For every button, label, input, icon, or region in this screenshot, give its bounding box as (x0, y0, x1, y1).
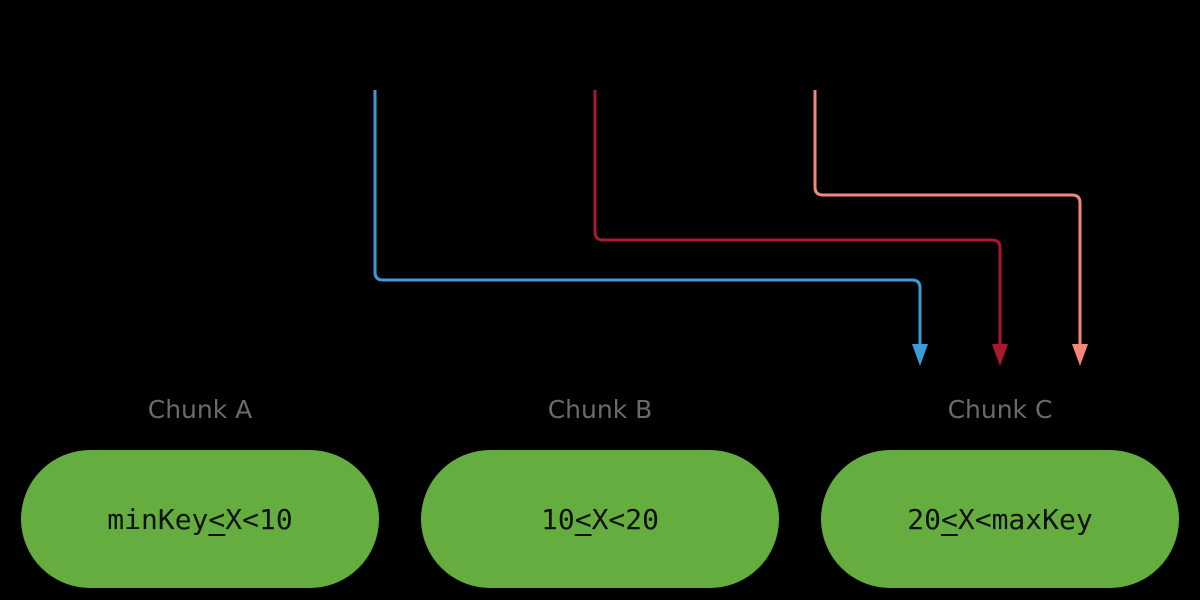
range-low: 10 (540, 502, 575, 536)
range-op-le: < (208, 502, 226, 536)
chunk-range: minKey < X < 10 (21, 450, 379, 588)
route-arrow-red (593, 90, 1002, 348)
chunk-title: Chunk B (547, 395, 653, 424)
chunk-c: Chunk C 20 < X < maxKey (821, 392, 1179, 588)
range-op-lt: < (608, 502, 626, 536)
arrowhead-salmon-icon (1072, 344, 1088, 366)
range-var: X (591, 502, 609, 536)
range-low: minKey (107, 502, 209, 536)
chunk-title: Chunk C (947, 395, 1053, 424)
range-low: 20 (907, 502, 941, 536)
chunk-b: Chunk B 10 < X < 20 (421, 392, 779, 588)
chunk-a: Chunk A minKey < X < 10 (21, 392, 379, 588)
chunk-range: 10 < X < 20 (421, 450, 779, 588)
range-var: X (225, 502, 243, 536)
arrowhead-red-icon (992, 344, 1008, 366)
route-arrow-blue (373, 90, 922, 348)
range-op-le: < (574, 502, 592, 536)
range-high: 10 (259, 502, 293, 536)
arrowhead-blue-icon (912, 344, 928, 366)
chunk-title: Chunk A (147, 395, 253, 424)
range-op-le: < (940, 502, 958, 536)
range-var: X (957, 502, 975, 536)
chunk-range: 20 < X < maxKey (821, 450, 1179, 588)
range-high: 20 (625, 502, 659, 536)
range-op-lt: < (974, 502, 992, 536)
route-arrow-salmon (813, 90, 1082, 348)
range-high: maxKey (991, 502, 1093, 536)
range-op-lt: < (242, 502, 259, 536)
